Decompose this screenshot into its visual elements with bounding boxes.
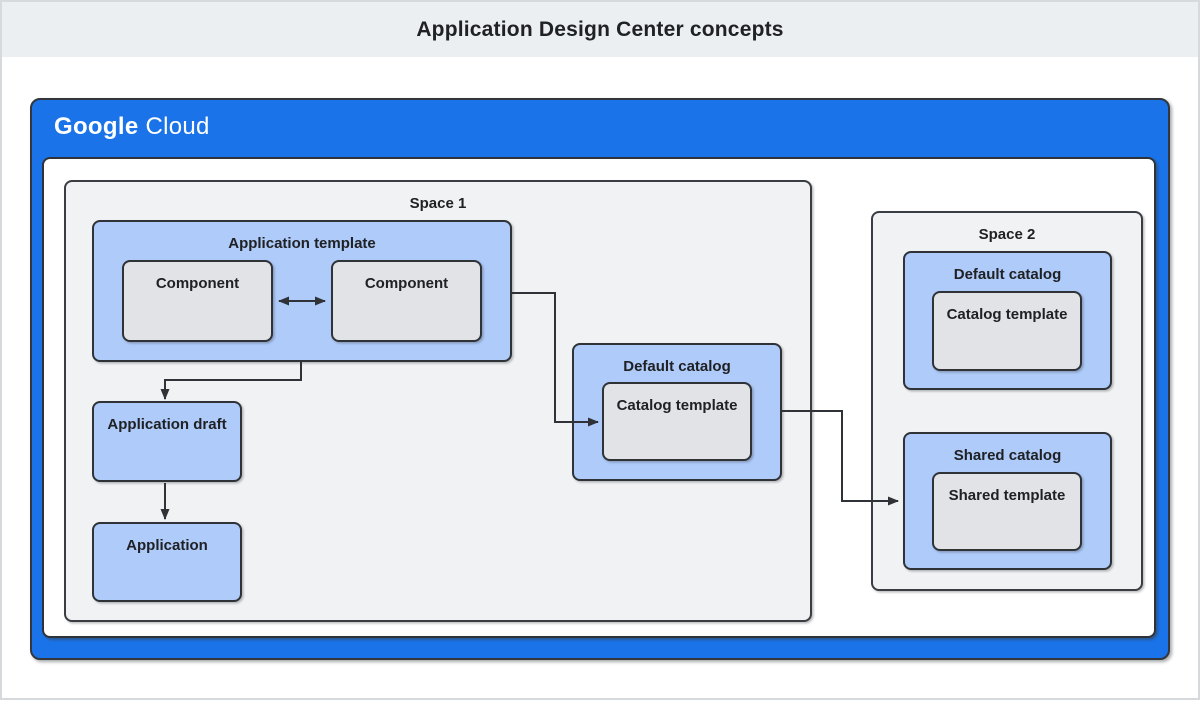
catalog-template-space1-label: Catalog template [616, 397, 738, 414]
application-template-label: Application template [228, 235, 376, 252]
google-wordmark: Google [54, 113, 139, 140]
default-catalog-space2-label: Default catalog [953, 266, 1062, 283]
title-banner: Application Design Center concepts [2, 2, 1198, 57]
component-right-label: Component [364, 275, 449, 292]
space-1-label: Space 1 [409, 195, 467, 212]
component-right-box: Component [331, 260, 482, 342]
catalog-template-space2-box: Catalog template [932, 291, 1082, 371]
default-catalog-space1-label: Default catalog [623, 358, 731, 375]
catalog-template-space2-label: Catalog template [946, 306, 1068, 323]
application-box: Application [92, 522, 242, 602]
shared-catalog-label: Shared catalog [953, 447, 1062, 464]
application-draft-box: Application draft [92, 401, 242, 482]
page-title: Application Design Center concepts [416, 17, 784, 41]
shared-template-label: Shared template [948, 487, 1066, 504]
application-draft-label: Application draft [107, 416, 227, 433]
component-left-label: Component [155, 275, 240, 292]
catalog-template-space1-box: Catalog template [602, 382, 752, 461]
space-2-label: Space 2 [978, 226, 1036, 243]
application-label: Application [126, 537, 208, 554]
cloud-wordmark: Cloud [145, 113, 210, 140]
component-left-box: Component [122, 260, 273, 342]
shared-template-box: Shared template [932, 472, 1082, 551]
